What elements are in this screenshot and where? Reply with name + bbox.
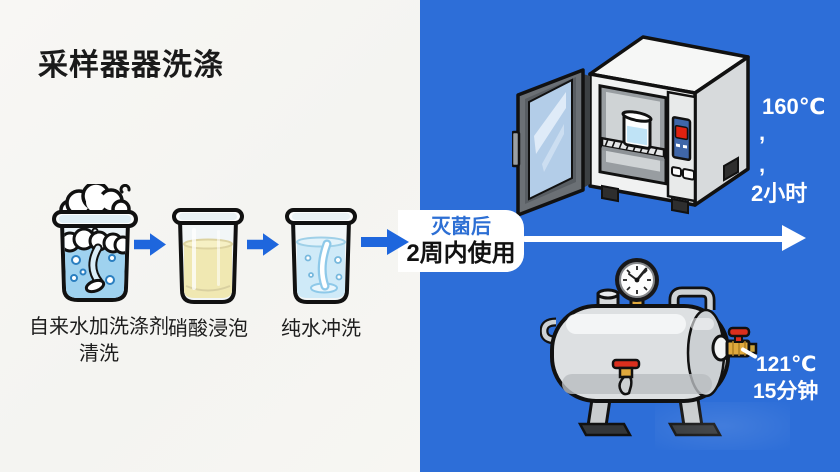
arrow-right-icon [361, 229, 409, 255]
badge-accent-text: 灭菌后 [431, 215, 491, 238]
beaker-detergent-icon [52, 184, 138, 302]
oven-duration-label: 2小时 [751, 181, 808, 206]
wash-step-label: 硝酸浸泡 [168, 318, 248, 340]
oven-temp-label: 160℃ [762, 94, 826, 119]
beaker-pure-water-icon [285, 208, 357, 304]
wash-panel: 采样器器洗涤 [0, 0, 420, 472]
wash-step-label: 纯水冲洗 [281, 318, 361, 340]
beaker-nitric-acid-icon [172, 208, 244, 304]
page-title: 采样器器洗涤 [38, 49, 224, 82]
comma-mark: , [759, 152, 766, 177]
timeline-arrowhead-icon [782, 225, 806, 251]
arrow-right-icon [247, 233, 279, 256]
arrow-right-icon [134, 233, 166, 256]
comma-mark: , [759, 120, 766, 145]
wash-step-label: 自来水加洗涤剂 清洗 [29, 316, 169, 365]
timeline-arrow [522, 236, 786, 242]
autoclave-temp-label: 121℃ [756, 353, 817, 376]
sterilization-badge: 灭菌后 2周内使用 [398, 210, 524, 272]
autoclave-icon [540, 258, 758, 437]
drying-oven-icon [512, 35, 750, 216]
autoclave-duration-label: 15分钟 [753, 380, 819, 403]
watermark-smudge [655, 402, 790, 450]
badge-main-text: 2周内使用 [406, 239, 516, 267]
